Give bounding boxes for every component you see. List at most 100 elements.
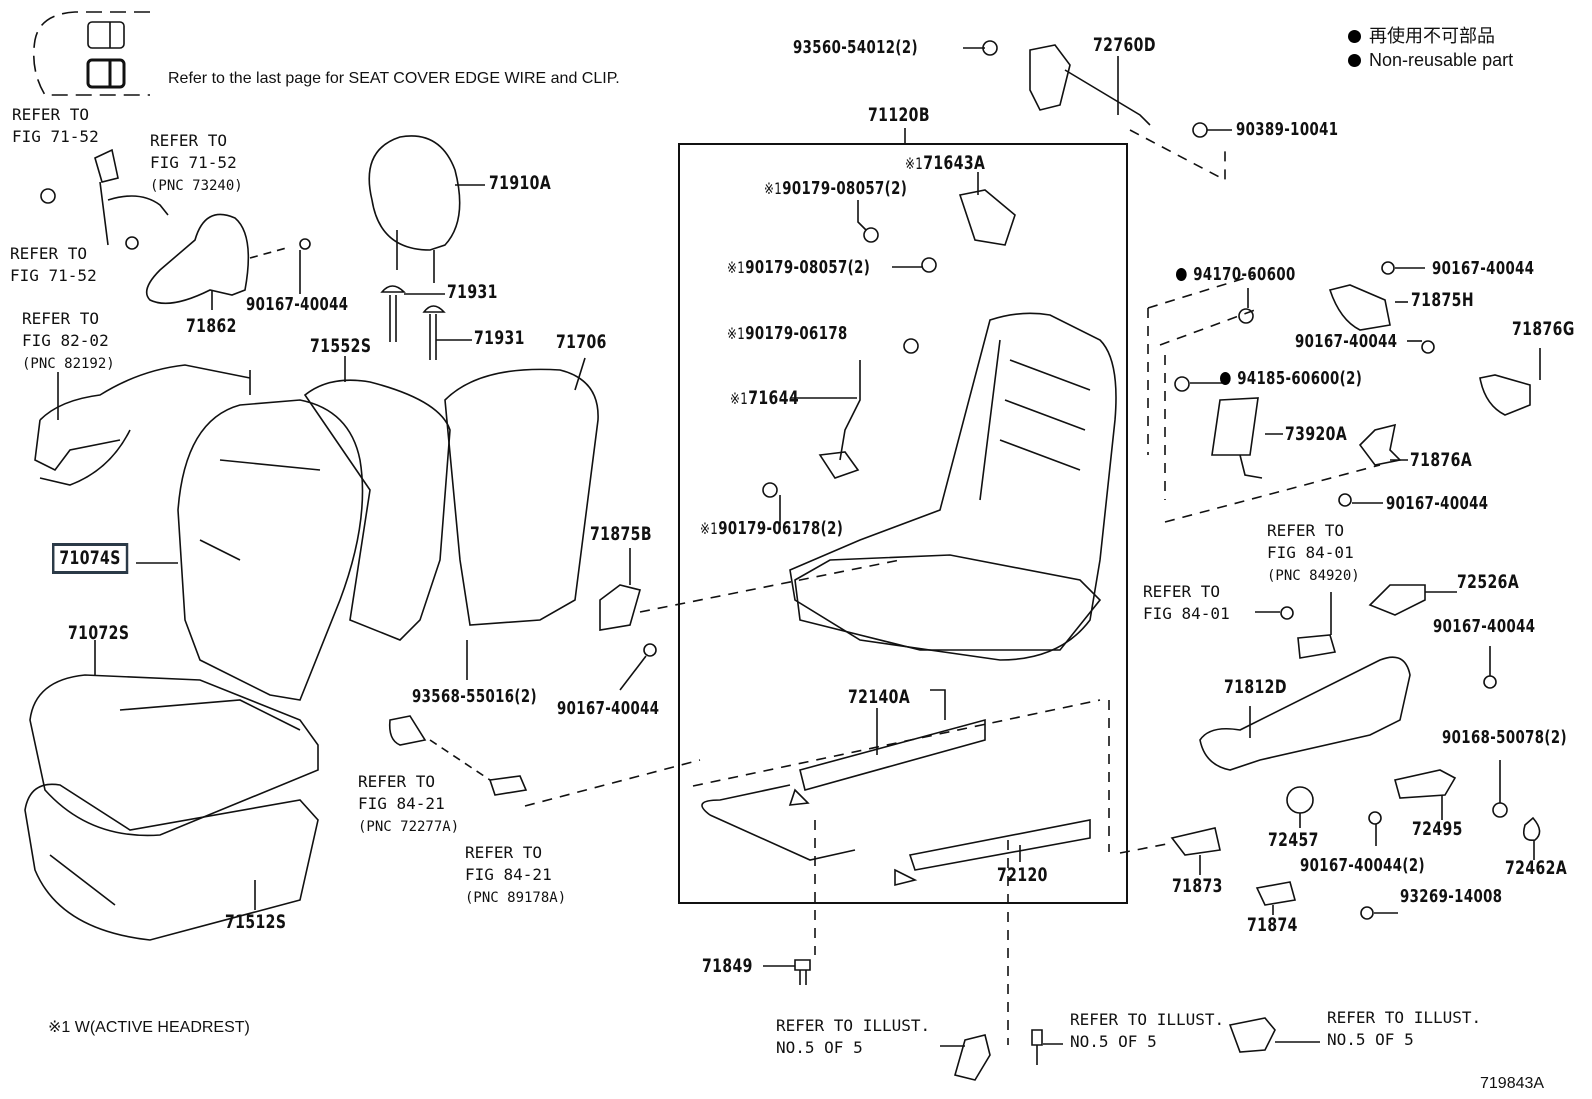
part-71873[interactable]: 71873 xyxy=(1172,875,1223,897)
part-71120B[interactable]: 71120B xyxy=(868,104,930,126)
ref-fig-71-52-b-pnc: (PNC 73240) xyxy=(150,178,243,194)
screw-90167-7 xyxy=(1368,811,1382,825)
part-90167-40044-a[interactable]: 90167-40044 xyxy=(246,294,349,315)
screw-90167-1 xyxy=(299,238,311,250)
ref-fig-84-21-a[interactable]: REFER TO FIG 84-21(PNC 72277A) xyxy=(358,771,459,838)
headrest-guide-2 xyxy=(422,305,446,360)
part-72760D[interactable]: 72760D xyxy=(1093,34,1156,56)
leader-90167-2 xyxy=(619,655,647,691)
ref-fig-71-52-b-text: REFER TO FIG 71-52 xyxy=(150,131,237,172)
dash-lock-2 xyxy=(524,759,701,807)
dash-right-vertical xyxy=(1147,308,1166,500)
ref-fig-84-21-b-text: REFER TO FIG 84-21 xyxy=(465,843,552,884)
part-71862[interactable]: 71862 xyxy=(186,315,237,337)
cushion-pad-drawing xyxy=(24,783,319,941)
part-71552S[interactable]: 71552S xyxy=(310,335,372,357)
ref-fig-84-01-a[interactable]: REFER TO FIG 84-01(PNC 84920) xyxy=(1267,520,1360,587)
part-94185-60600[interactable]: 94185-60600(2) xyxy=(1220,370,1362,388)
ref-fig-71-52-c[interactable]: REFER TO FIG 71-52 xyxy=(10,244,97,285)
nonreusable-dot-icon xyxy=(1176,268,1187,281)
part-73920A[interactable]: 73920A xyxy=(1285,423,1348,445)
bracket-71875B-drawing xyxy=(599,584,641,631)
part-71875H[interactable]: 71875H xyxy=(1411,289,1474,311)
part-93560-54012[interactable]: 93560-54012(2) xyxy=(793,37,919,58)
illust-bolt-drawing xyxy=(1031,1029,1043,1065)
cap-72462A-drawing xyxy=(1522,816,1541,842)
nut-90179-06178b xyxy=(762,482,778,498)
ref-illust-1[interactable]: REFER TO ILLUST. NO.5 OF 5 xyxy=(776,1016,931,1057)
back-board-drawing xyxy=(444,368,599,626)
lock-72277A-drawing xyxy=(388,715,427,746)
part-71876A[interactable]: 71876A xyxy=(1410,449,1473,471)
part-90167-40044-c[interactable]: 90167-40044 xyxy=(1432,258,1535,279)
part-71812D[interactable]: 71812D xyxy=(1224,676,1287,698)
recliner-motor-drawing xyxy=(1029,44,1151,126)
part-90389-10041[interactable]: 90389-10041 xyxy=(1236,119,1339,140)
seatback-cover-drawing xyxy=(177,399,364,701)
part-90167-40044-f[interactable]: 90167-40044 xyxy=(1433,616,1536,637)
ref-fig-84-01-a-pnc: (PNC 84920) xyxy=(1267,568,1360,584)
part-71706[interactable]: 71706 xyxy=(556,331,607,353)
part-71512S[interactable]: 71512S xyxy=(225,911,287,933)
part-71875B[interactable]: 71875B xyxy=(590,523,652,545)
seat-track-72120-drawing xyxy=(894,819,1091,887)
part-90167-40044-b[interactable]: 90167-40044 xyxy=(557,698,660,719)
nut-90179-08057b xyxy=(921,257,937,273)
part-94170-60600[interactable]: 94170-60600 xyxy=(1176,266,1296,284)
part-71910A[interactable]: 71910A xyxy=(489,172,552,194)
ref-fig-71-52-a[interactable]: REFER TO FIG 71-52 xyxy=(12,105,99,146)
part-72462A[interactable]: 72462A xyxy=(1505,857,1568,879)
ref-fig-84-21-b[interactable]: REFER TO FIG 84-21(PNC 89178A) xyxy=(465,842,566,909)
part-72140A[interactable]: 72140A xyxy=(848,686,911,708)
part-71874[interactable]: 71874 xyxy=(1247,914,1298,936)
bolt-93560 xyxy=(982,40,998,56)
part-71644[interactable]: ※171644 xyxy=(730,389,799,408)
part-71072S[interactable]: 71072S xyxy=(68,622,130,644)
ref-fig-84-01-b[interactable]: REFER TO FIG 84-01 xyxy=(1143,582,1230,623)
part-90167-40044-d[interactable]: 90167-40044 xyxy=(1295,331,1398,352)
part-71849[interactable]: 71849 xyxy=(702,955,753,977)
headrest-guide-1 xyxy=(380,285,406,342)
part-71931-a[interactable]: 71931 xyxy=(447,281,498,303)
part-90167-40044-e[interactable]: 90167-40044 xyxy=(1386,493,1489,514)
side-shield-71812D-drawing xyxy=(1199,656,1411,771)
ref-illust-3[interactable]: REFER TO ILLUST. NO.5 OF 5 xyxy=(1327,1008,1482,1049)
part-90179-06178-a[interactable]: ※190179-06178 xyxy=(727,325,848,343)
screw-90167-2 xyxy=(643,643,657,657)
part-90179-06178-a-number: 90179-06178 xyxy=(745,323,848,344)
active-headrest-link-drawing xyxy=(958,189,1016,246)
ref-fig-84-21-a-pnc: (PNC 72277A) xyxy=(358,819,460,835)
part-93568-55016[interactable]: 93568-55016(2) xyxy=(412,686,538,707)
part-72457[interactable]: 72457 xyxy=(1268,829,1319,851)
airbag-73920A-drawing xyxy=(1211,397,1263,479)
bolt-71849-drawing xyxy=(794,959,811,985)
nonreusable-dot-icon xyxy=(1348,30,1361,43)
frame-assembly-box xyxy=(678,143,1128,904)
seat-frame-base-drawing xyxy=(794,554,1102,651)
part-71643A[interactable]: ※171643A xyxy=(905,154,985,173)
ref-fig-71-52-b[interactable]: REFER TO FIG 71-52 (PNC 73240) xyxy=(150,130,243,197)
part-71876G[interactable]: 71876G xyxy=(1512,318,1575,340)
part-71074S-highlighted[interactable]: 71074S xyxy=(52,543,129,574)
dash-track xyxy=(692,699,1101,787)
ref-illust-2[interactable]: REFER TO ILLUST. NO.5 OF 5 xyxy=(1070,1010,1225,1051)
part-90179-08057-b[interactable]: ※190179-08057(2) xyxy=(727,259,870,277)
seatback-pad-drawing xyxy=(303,379,451,641)
part-90179-06178-b[interactable]: ※190179-06178(2) xyxy=(700,520,843,538)
part-72495[interactable]: 72495 xyxy=(1412,818,1463,840)
part-72120[interactable]: 72120 xyxy=(997,864,1048,886)
part-71931-b[interactable]: 71931 xyxy=(474,327,525,349)
screw-90168 xyxy=(1492,802,1508,818)
dash-71875B xyxy=(639,559,901,613)
part-93269-14008[interactable]: 93269-14008 xyxy=(1400,886,1503,907)
part-90167-40044-g[interactable]: 90167-40044(2) xyxy=(1300,855,1426,876)
lever-72526A-drawing xyxy=(1368,584,1426,616)
dash-72760D xyxy=(1129,129,1226,182)
ref-fig-82-02[interactable]: REFER TO FIG 82-02(PNC 82192) xyxy=(22,308,115,375)
leader-90179-08057a xyxy=(857,200,867,231)
part-90179-08057-a[interactable]: ※190179-08057(2) xyxy=(764,180,907,198)
seatbelt-buckle-drawing xyxy=(94,148,169,246)
part-90168-50078[interactable]: 90168-50078(2) xyxy=(1442,727,1568,748)
part-72526A[interactable]: 72526A xyxy=(1457,571,1520,593)
